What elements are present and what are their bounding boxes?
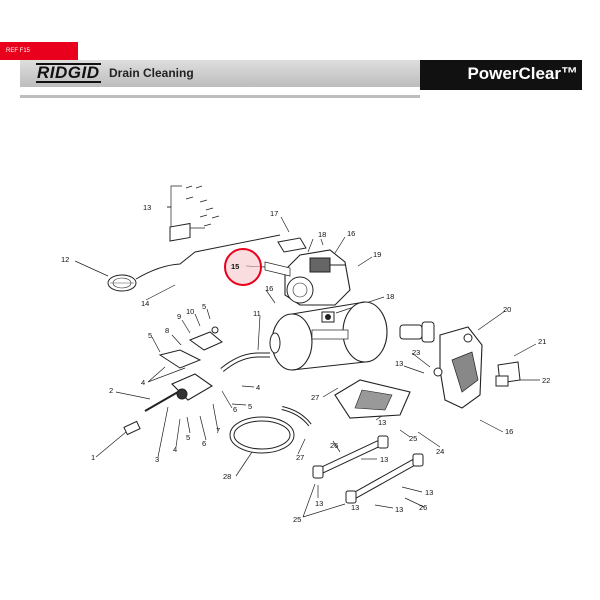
callout-9: 9 <box>177 312 181 321</box>
callout-22: 22 <box>542 376 550 385</box>
part-12-cable <box>135 234 281 280</box>
callout-13: 13 <box>395 359 403 368</box>
callout-13: 13 <box>395 505 403 514</box>
callout-25: 25 <box>293 515 301 524</box>
spindle-assembly <box>123 326 223 436</box>
part-23-washer <box>433 367 443 377</box>
callout-19: 19 <box>373 250 381 259</box>
right-housing <box>439 326 483 409</box>
callout-13: 13 <box>425 488 433 497</box>
callout-20: 20 <box>503 305 511 314</box>
part-15-spring <box>264 261 291 277</box>
callout-13: 13 <box>380 455 388 464</box>
callout-4: 4 <box>141 378 145 387</box>
screw-group-13 <box>185 185 220 227</box>
callout-1: 1 <box>91 453 95 462</box>
callout-23: 23 <box>412 348 420 357</box>
base-frame <box>334 379 411 419</box>
callout-5: 5 <box>148 331 152 340</box>
part-14-plug <box>169 222 191 242</box>
callout-16: 16 <box>347 229 355 238</box>
callout-18: 18 <box>386 292 394 301</box>
callout-28: 28 <box>223 472 231 481</box>
callout-26: 26 <box>419 503 427 512</box>
callout-17: 17 <box>270 209 278 218</box>
callout-13: 13 <box>143 203 151 212</box>
section-title: Drain Cleaning <box>109 66 194 80</box>
part-18-clip <box>321 311 335 323</box>
part-22-knob <box>495 375 509 387</box>
callout-14: 14 <box>141 299 149 308</box>
callout-15: 15 <box>231 262 239 271</box>
callout-10: 10 <box>186 307 194 316</box>
highlight-ring-15 <box>224 248 262 286</box>
callout-5: 5 <box>202 302 206 311</box>
callout-27: 27 <box>296 453 304 462</box>
callout-18: 18 <box>318 230 326 239</box>
callout-3: 3 <box>155 455 159 464</box>
callout-16: 16 <box>265 284 273 293</box>
part-12-disc <box>107 274 137 292</box>
product-bar <box>420 60 582 90</box>
callout-2: 2 <box>109 386 113 395</box>
callout-26: 26 <box>330 441 338 450</box>
callout-4: 4 <box>173 445 177 454</box>
callout-4: 4 <box>256 383 260 392</box>
motor-housing <box>284 249 351 306</box>
callout-11: 11 <box>253 309 261 318</box>
callout-21: 21 <box>538 337 546 346</box>
callout-7: 7 <box>216 426 220 435</box>
part-11-hose <box>221 353 270 372</box>
callout-25: 25 <box>409 434 417 443</box>
brand-logo: RIDGID <box>36 63 101 83</box>
callout-5: 5 <box>186 433 190 442</box>
callout-27: 27 <box>311 393 319 402</box>
callout-6: 6 <box>202 439 206 448</box>
callout-13: 13 <box>378 418 386 427</box>
callout-8: 8 <box>165 326 169 335</box>
product-title: PowerClear™ <box>467 64 578 83</box>
callout-5: 5 <box>248 402 252 411</box>
callout-12: 12 <box>61 255 69 264</box>
part-17-label <box>277 237 307 253</box>
callout-24: 24 <box>436 447 444 456</box>
callout-16: 16 <box>505 427 513 436</box>
callout-labels: 13 17 18 16 19 12 15 16 18 14 9 10 5 11 … <box>61 203 550 524</box>
ref-tag: REF F15 <box>0 42 78 60</box>
leg-tubes <box>312 435 424 504</box>
callout-6: 6 <box>233 405 237 414</box>
header-underline <box>20 95 420 98</box>
drum <box>269 301 388 371</box>
callout-13: 13 <box>351 503 359 512</box>
callout-13: 13 <box>315 499 323 508</box>
bushing-set <box>399 321 435 343</box>
